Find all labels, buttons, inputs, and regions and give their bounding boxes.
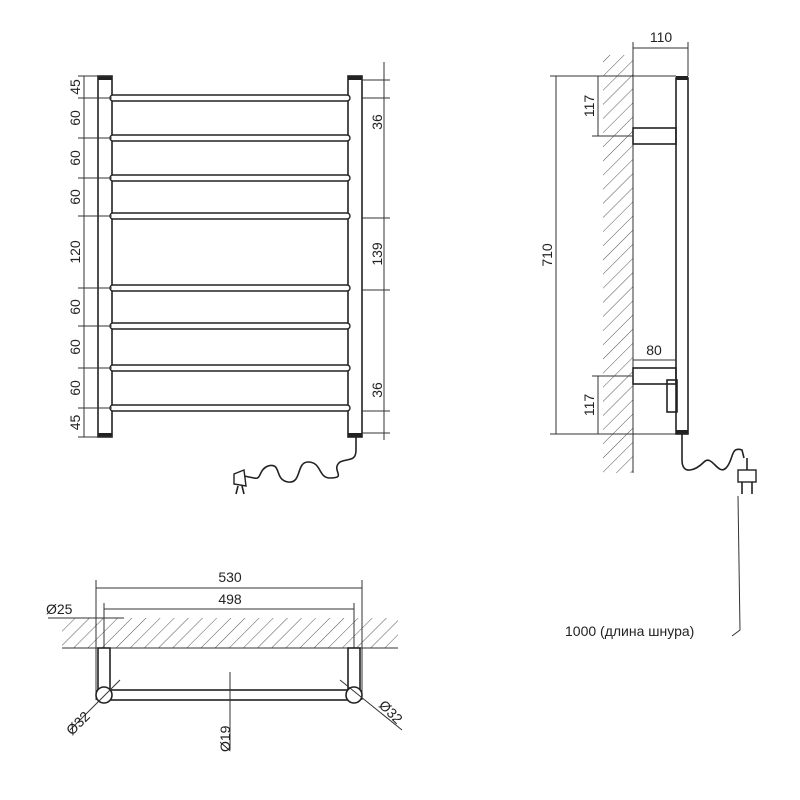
left-post-cap-bottom: [98, 433, 112, 437]
left-dim-label-8: 60: [67, 380, 83, 396]
right-post: [347, 75, 363, 438]
flange-diameter-label: Ø25: [46, 601, 73, 617]
rung-7: [109, 364, 351, 372]
right-post-cap-bottom: [348, 433, 362, 437]
rung-1: [109, 94, 351, 102]
top-rung: [103, 689, 355, 701]
left-dim-label-3: 60: [67, 150, 83, 166]
left-dim-labels: 45 60 60 60 120 60 60 60 45: [67, 79, 83, 430]
rung-2: [109, 134, 351, 142]
right-post-cap-top: [348, 76, 362, 80]
bottom-bracket: [632, 367, 677, 385]
mount-width-label: 498: [218, 591, 242, 607]
rung-diameter-label: Ø19: [217, 725, 233, 752]
cord-leader: [731, 495, 741, 637]
left-dim-ticks: [78, 75, 112, 438]
left-dim-label-1: 45: [67, 79, 83, 95]
left-dim-label-7: 60: [67, 339, 83, 355]
rung-4: [109, 212, 351, 220]
left-post: [97, 75, 113, 438]
left-diameter-label: Ø32: [63, 708, 93, 738]
side-power-cord: [681, 434, 745, 471]
side-post-cap-bottom: [676, 430, 688, 434]
left-dim-label-2: 60: [67, 110, 83, 126]
cord-length-label: 1000 (длина шнура): [565, 623, 694, 639]
right-diameter-leader: [339, 679, 403, 731]
right-dim-middle-label: 139: [369, 242, 385, 266]
right-dim-bottom-label: 36: [369, 382, 385, 398]
heater-switch: [666, 379, 678, 413]
plug-pin-1: [235, 485, 239, 495]
heater-depth-label: 80: [646, 342, 662, 358]
rung-5: [109, 284, 351, 292]
bottom-offset-label: 117: [581, 394, 597, 417]
wall-hatch-top: [62, 618, 398, 648]
rung-6: [109, 322, 351, 330]
left-standoff: [97, 647, 111, 693]
top-view: 530 498 Ø25 Ø32 Ø32 Ø19: [46, 569, 406, 752]
right-dim-top-label: 36: [369, 114, 385, 130]
front-view: 45 60 60 60 120 60 60 60 45 36 139 36: [67, 62, 390, 495]
power-cord: [243, 437, 357, 483]
overall-width-label: 530: [218, 569, 242, 585]
left-diameter-leader: [69, 679, 121, 731]
right-diameter-label: Ø32: [376, 697, 406, 727]
plug-pin-2: [241, 485, 245, 495]
rung-8: [109, 404, 351, 412]
top-offset-label: 117: [581, 95, 597, 118]
top-bracket: [632, 127, 677, 145]
side-post-cap-top: [676, 76, 688, 80]
left-post-cap-top: [98, 76, 112, 80]
left-dim-label-9: 45: [67, 415, 83, 431]
rungs: [109, 94, 351, 412]
side-plug-icon: [737, 469, 757, 483]
left-dim-label-6: 60: [67, 299, 83, 315]
depth-label: 110: [650, 29, 673, 45]
left-dim-label-4: 60: [67, 189, 83, 205]
right-standoff: [347, 647, 361, 693]
left-dim-label-5: 120: [67, 240, 83, 264]
side-view: 110 710 117 117 80 1000 (длина шнура): [539, 29, 757, 639]
height-label: 710: [539, 243, 555, 267]
right-post-circle: [345, 686, 363, 704]
rung-3: [109, 174, 351, 182]
left-post-circle: [95, 686, 113, 704]
wall-hatch: [603, 55, 633, 473]
plug-icon: [233, 469, 247, 487]
